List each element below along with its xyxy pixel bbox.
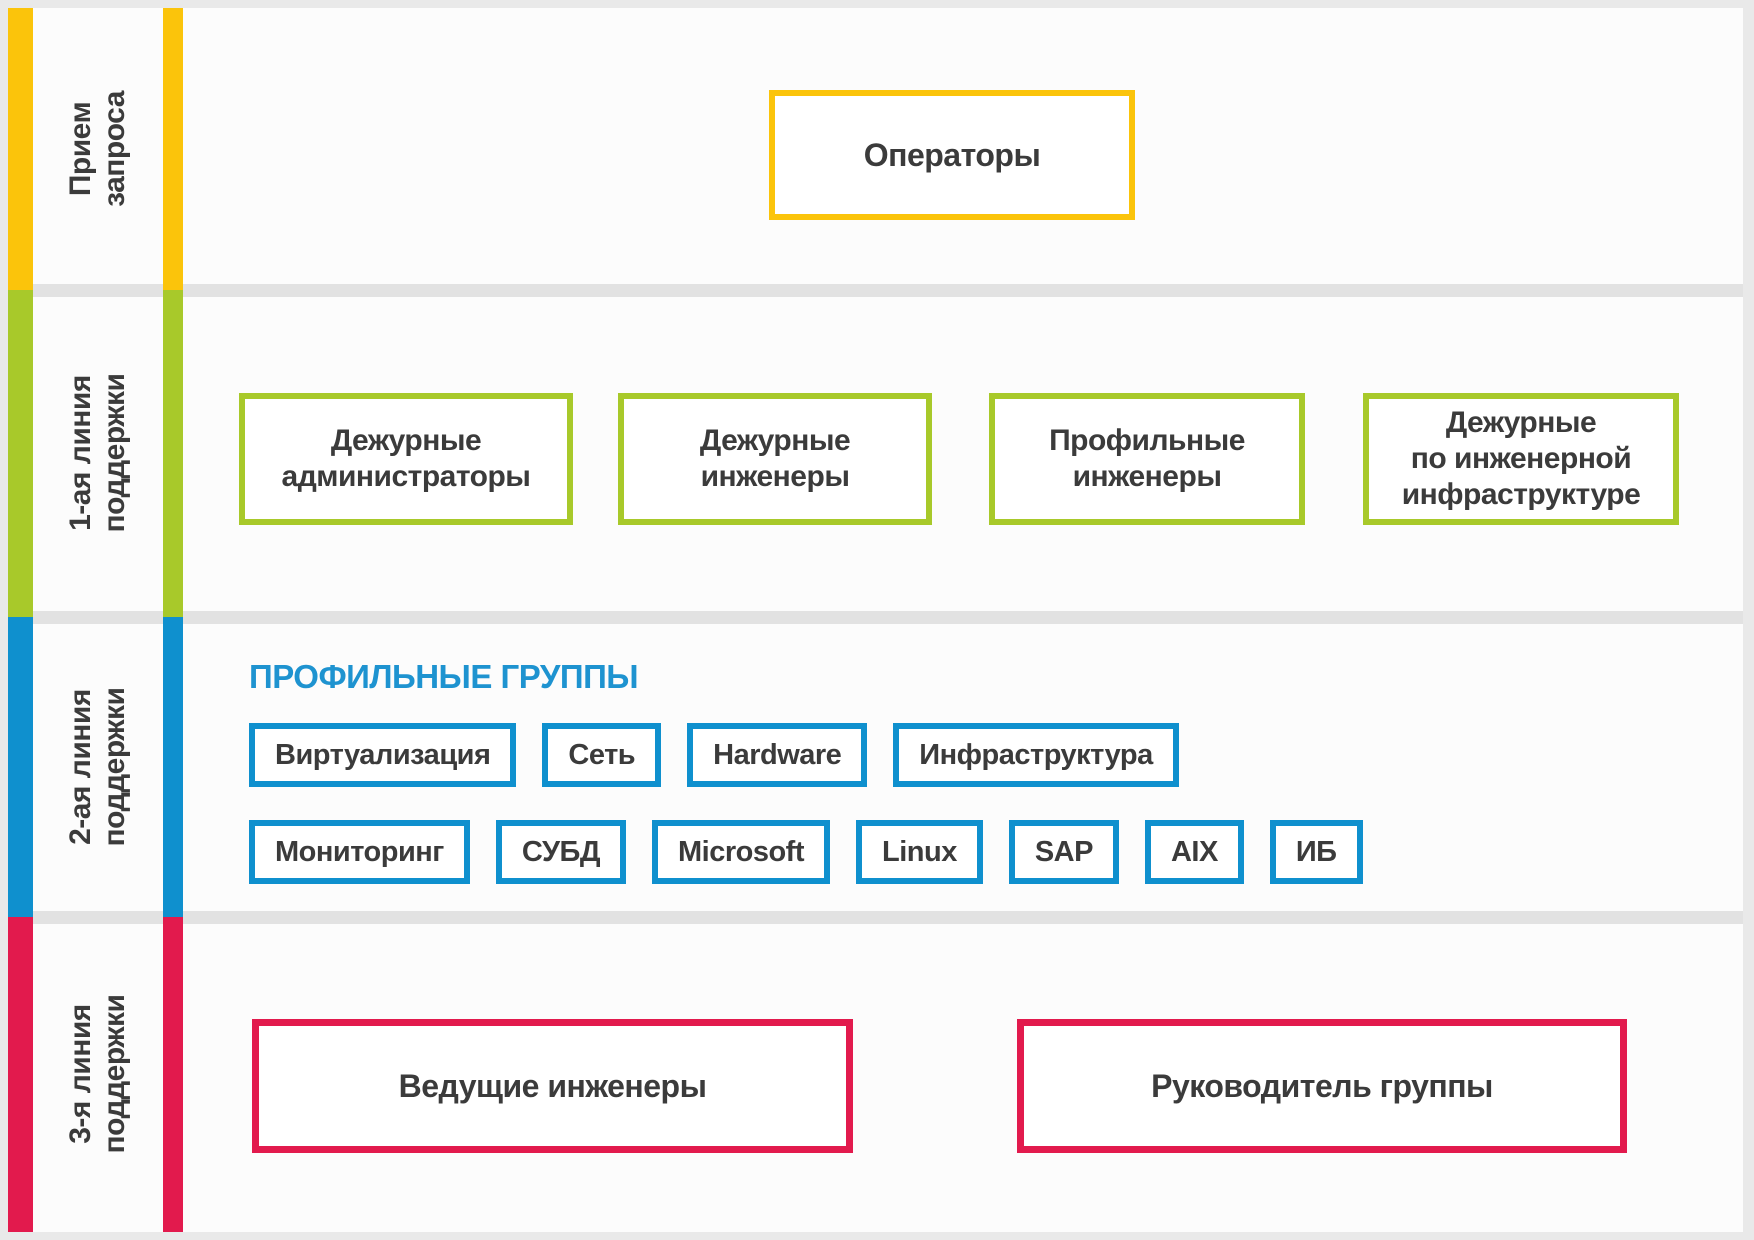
band-separator-1 bbox=[8, 284, 1743, 297]
group-box-infrastructure: Инфраструктура bbox=[893, 723, 1179, 787]
box-operators: Операторы bbox=[769, 90, 1135, 220]
group-box-sap: SAP bbox=[1008, 820, 1119, 884]
band-label-line2: 2-ая линия поддержки bbox=[64, 687, 131, 847]
box-duty-administrators: Дежурные администраторы bbox=[239, 393, 573, 525]
box-lead-engineers: Ведущие инженеры bbox=[252, 1019, 853, 1153]
color-bar-outer-line3 bbox=[8, 917, 33, 1232]
box-group-leader: Руководитель группы bbox=[1017, 1019, 1627, 1153]
group-box-microsoft: Microsoft bbox=[652, 820, 830, 884]
profile-groups-heading: ПРОФИЛЬНЫЕ ГРУППЫ bbox=[249, 658, 639, 695]
color-bar-inner-line3 bbox=[163, 917, 183, 1232]
color-bar-inner-line1 bbox=[163, 290, 183, 617]
profile-groups-row-2: Мониторинг СУБД Microsoft Linux SAP AIX … bbox=[249, 820, 1363, 884]
color-bar-inner-intake bbox=[163, 8, 183, 290]
group-box-virtualization: Виртуализация bbox=[249, 723, 517, 787]
group-box-hardware: Hardware bbox=[687, 723, 868, 787]
profile-groups-row-1: Виртуализация Сеть Hardware Инфраструкту… bbox=[249, 723, 1179, 787]
band-separator-3 bbox=[8, 911, 1743, 924]
group-box-network: Сеть bbox=[542, 723, 662, 787]
group-box-dbms: СУБД bbox=[495, 820, 626, 884]
group-box-monitoring: Мониторинг bbox=[249, 820, 470, 884]
group-box-infosec: ИБ bbox=[1269, 820, 1363, 884]
box-duty-engineers: Дежурные инженеры bbox=[618, 393, 932, 525]
color-bar-inner-line2 bbox=[163, 617, 183, 917]
color-bar-outer-line2 bbox=[8, 617, 33, 917]
box-profile-engineers: Профильные инженеры bbox=[989, 393, 1305, 525]
band-separator-2 bbox=[8, 611, 1743, 624]
box-engineering-infrastructure-duty: Дежурные по инженерной инфраструктуре bbox=[1363, 393, 1679, 525]
group-box-aix: AIX bbox=[1144, 820, 1244, 884]
band-label-line3: 3-я линия поддержки bbox=[64, 994, 131, 1154]
color-bar-outer-intake bbox=[8, 8, 33, 290]
group-box-linux: Linux bbox=[856, 820, 983, 884]
color-bar-outer-line1 bbox=[8, 290, 33, 617]
band-label-line1: 1-ая линия поддержки bbox=[64, 373, 131, 533]
band-label-intake: Прием запроса bbox=[64, 91, 131, 207]
